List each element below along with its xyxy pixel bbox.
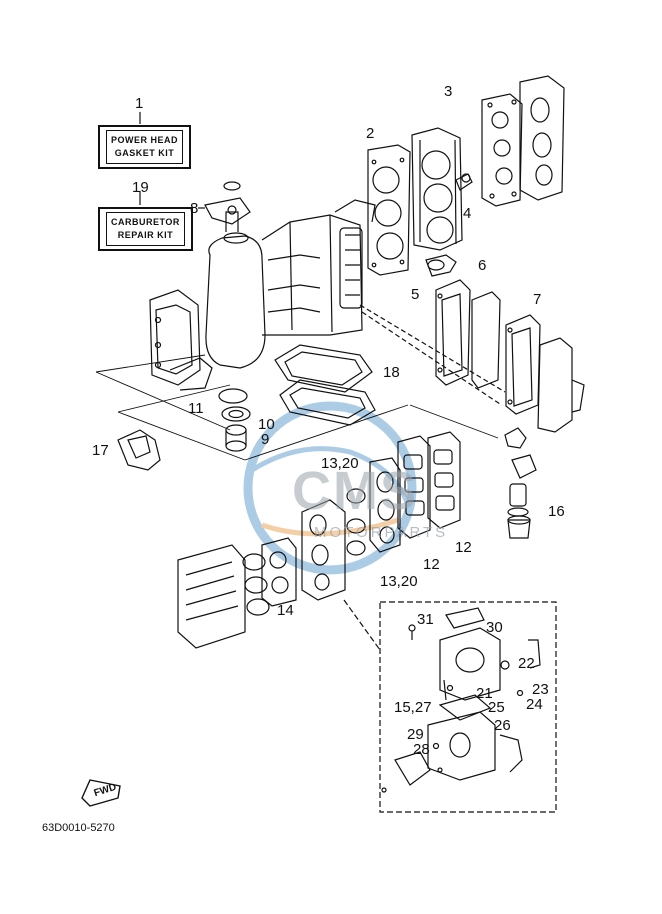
callout-12-b: 12 (423, 556, 440, 573)
callout-5: 5 (411, 286, 420, 303)
callout-17: 17 (92, 442, 109, 459)
part-17-bracket (117, 429, 161, 471)
part-head-cover (519, 75, 565, 201)
callout-14: 14 (277, 602, 294, 619)
part-10-seal (221, 406, 251, 422)
part-13-seals-lower (346, 518, 366, 556)
part-intake-manifold (301, 499, 346, 601)
part-7-gasket (505, 314, 541, 415)
callout-15-27: 15,27 (394, 699, 432, 716)
callout-13-20-upper: 13,20 (321, 455, 359, 472)
kit-line: CARBURETOR (111, 217, 180, 227)
callout-23: 23 (532, 681, 549, 698)
callout-29: 29 (407, 726, 424, 743)
callout-9: 9 (261, 431, 270, 448)
part-silencer (177, 544, 246, 649)
part-18-seal-housing (274, 344, 376, 426)
part-exhaust-cover (149, 289, 213, 391)
carburetor-repair-kit-box: CARBURETOR REPAIR KIT (98, 207, 193, 251)
part-cylinder-head (411, 127, 463, 251)
callout-2: 2 (366, 125, 375, 142)
part-5-thermostat (425, 254, 457, 277)
callout-30: 30 (486, 619, 503, 636)
callout-24: 24 (526, 696, 543, 713)
part-12-intake-gasket-b (397, 435, 431, 539)
callout-3: 3 (444, 83, 453, 100)
part-9-bearing (225, 424, 247, 452)
callout-4: 4 (463, 205, 472, 222)
kit-line: POWER HEAD (111, 135, 179, 145)
callout-26: 26 (494, 717, 511, 734)
callout-25: 25 (488, 699, 505, 716)
callout-6: 6 (478, 257, 487, 274)
part-3-cover-gasket (481, 93, 523, 207)
callout-28: 28 (413, 741, 430, 758)
carburetor-detail-box (379, 601, 557, 813)
part-6-gasket (435, 279, 471, 386)
callout-22: 22 (518, 655, 535, 672)
part-11-oring (218, 388, 248, 404)
part-crankcase (205, 199, 376, 369)
part-4-plug (455, 173, 473, 191)
drawing-code: 63D0010-5270 (42, 822, 115, 834)
kit-line: GASKET KIT (114, 148, 175, 158)
callout-11: 11 (188, 400, 204, 417)
callout-8: 8 (190, 200, 199, 217)
callout-7: 7 (533, 291, 542, 308)
part-exhaust-plate (471, 291, 501, 389)
power-head-gasket-kit-box: POWER HEAD GASKET KIT (98, 125, 192, 169)
callout-10: 10 (258, 416, 275, 433)
kit-line: REPAIR KIT (117, 230, 174, 240)
part-outer-exhaust-cover (537, 337, 585, 433)
callout-19: 19 (132, 179, 149, 196)
callout-18: 18 (383, 364, 400, 381)
fwd-arrow-icon (81, 779, 121, 807)
part-16-filter (504, 427, 537, 539)
callout-13-20-lower: 13,20 (380, 573, 418, 590)
watermark-globe (243, 401, 417, 575)
part-12-intake-gasket-c (427, 431, 461, 529)
part-2-head-gasket (367, 144, 411, 276)
part-13-seals-upper (346, 488, 366, 504)
part-carburetor (381, 607, 541, 793)
part-12-intake-gasket-a (369, 457, 401, 553)
callout-1: 1 (135, 95, 144, 112)
callout-31: 31 (417, 611, 434, 628)
part-8-housing (198, 181, 251, 225)
callout-16: 16 (548, 503, 565, 520)
callout-21: 21 (476, 685, 493, 702)
callout-12-a: 12 (455, 539, 472, 556)
